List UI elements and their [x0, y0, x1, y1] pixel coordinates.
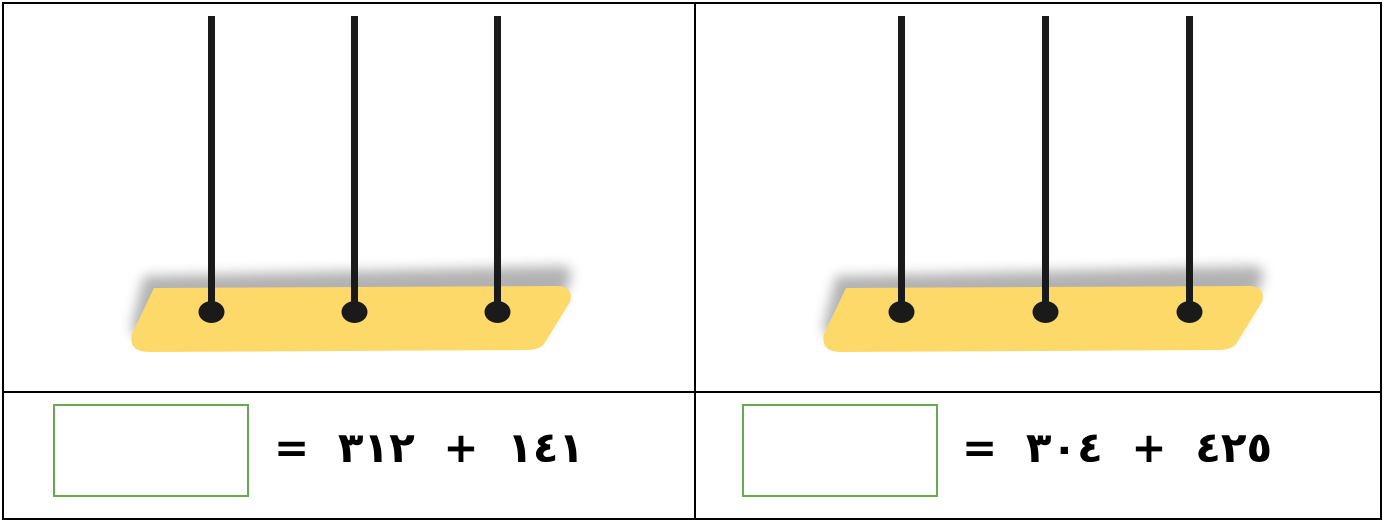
abacus-right [696, 4, 1386, 391]
plus-sign: + [443, 423, 479, 472]
second-number: ١٤١ [507, 423, 585, 472]
first-number: ٣٠٤ [1025, 423, 1103, 472]
rod-tens [351, 16, 358, 312]
abacus-rods [198, 16, 511, 323]
plus-sign: + [1131, 423, 1167, 472]
first-number: ٣١٢ [337, 423, 415, 472]
row-divider [4, 391, 1380, 393]
rod-ones [1186, 16, 1193, 312]
equals-sign: = [962, 423, 998, 472]
equation-cell-left: = ٣١٢ + ١٤١ [4, 393, 694, 520]
rod-ones [494, 16, 501, 312]
rod-hundreds [898, 16, 905, 312]
equals-sign: = [274, 423, 310, 472]
abacus-left [4, 4, 694, 391]
equation-left: = ٣١٢ + ١٤١ [274, 413, 598, 483]
column-divider [694, 4, 696, 518]
answer-box-right[interactable] [742, 404, 938, 497]
second-number: ٤٢٥ [1195, 423, 1273, 472]
equation-right: = ٣٠٤ + ٤٢٥ [962, 413, 1286, 483]
answer-box-left[interactable] [53, 404, 249, 497]
equation-cell-right: = ٣٠٤ + ٤٢٥ [696, 393, 1386, 520]
abacus-rods [888, 16, 1203, 323]
rod-hundreds [208, 16, 215, 312]
rod-tens [1042, 16, 1049, 312]
